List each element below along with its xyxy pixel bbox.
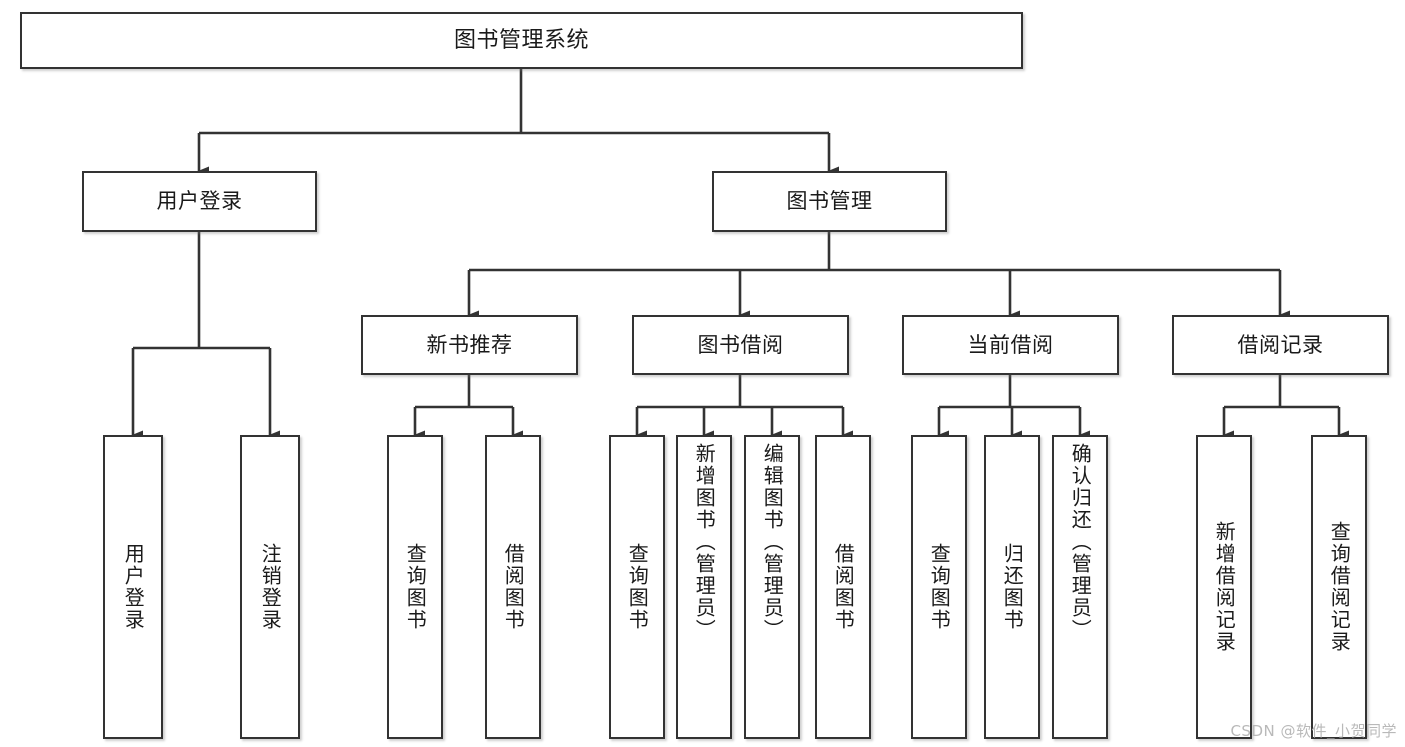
node-root-root[interactable]: 图书管理系统: [20, 12, 1023, 69]
node-leaf-query-book-cur[interactable]: 查询图书: [911, 435, 967, 739]
node-label: 新增图书（管理员）: [692, 443, 717, 641]
node-book-manage[interactable]: 图书管理: [712, 171, 947, 232]
node-leaf-add-book[interactable]: 新增图书（管理员）: [676, 435, 732, 739]
node-label: 确认归还（管理员）: [1068, 443, 1093, 641]
node-user-login[interactable]: 用户登录: [82, 171, 317, 232]
node-label: 新书推荐: [426, 332, 513, 357]
node-label: 查询借阅记录: [1327, 521, 1352, 653]
node-label: 图书管理系统: [453, 27, 589, 53]
node-label: 借阅记录: [1237, 332, 1324, 357]
node-new-book-rec[interactable]: 新书推荐: [361, 315, 578, 375]
node-current-borrow[interactable]: 当前借阅: [902, 315, 1119, 375]
node-label: 注销登录: [258, 543, 283, 631]
node-leaf-borrow-book-rec[interactable]: 借阅图书: [485, 435, 541, 739]
node-label: 新增借阅记录: [1212, 521, 1237, 653]
node-label: 用户登录: [121, 543, 146, 631]
node-label: 查询图书: [625, 543, 650, 631]
node-label: 编辑图书（管理员）: [760, 443, 785, 641]
node-leaf-edit-book[interactable]: 编辑图书（管理员）: [744, 435, 800, 739]
node-leaf-return-book[interactable]: 归还图书: [984, 435, 1040, 739]
node-label: 借阅图书: [831, 543, 856, 631]
watermark-label: CSDN @软件_小贺同学: [1230, 722, 1397, 740]
node-leaf-user-logout[interactable]: 注销登录: [240, 435, 300, 739]
node-leaf-borrow-book[interactable]: 借阅图书: [815, 435, 871, 739]
node-leaf-query-book-rec[interactable]: 查询图书: [387, 435, 443, 739]
node-label: 图书借阅: [697, 332, 784, 357]
node-leaf-query-borrow-record[interactable]: 查询借阅记录: [1311, 435, 1367, 739]
node-label: 图书管理: [786, 189, 873, 214]
node-label: 归还图书: [1000, 543, 1025, 631]
node-leaf-query-book-borrow[interactable]: 查询图书: [609, 435, 665, 739]
node-label: 查询图书: [927, 543, 952, 631]
node-label: 借阅图书: [501, 543, 526, 631]
edges-group: [131, 69, 1349, 440]
node-book-borrow[interactable]: 图书借阅: [632, 315, 849, 375]
node-leaf-confirm-return[interactable]: 确认归还（管理员）: [1052, 435, 1108, 739]
node-borrow-record[interactable]: 借阅记录: [1172, 315, 1389, 375]
node-label: 用户登录: [156, 189, 243, 214]
node-label: 当前借阅: [967, 332, 1054, 357]
node-leaf-user-login[interactable]: 用户登录: [103, 435, 163, 739]
node-label: 查询图书: [403, 543, 428, 631]
node-leaf-add-borrow-record[interactable]: 新增借阅记录: [1196, 435, 1252, 739]
